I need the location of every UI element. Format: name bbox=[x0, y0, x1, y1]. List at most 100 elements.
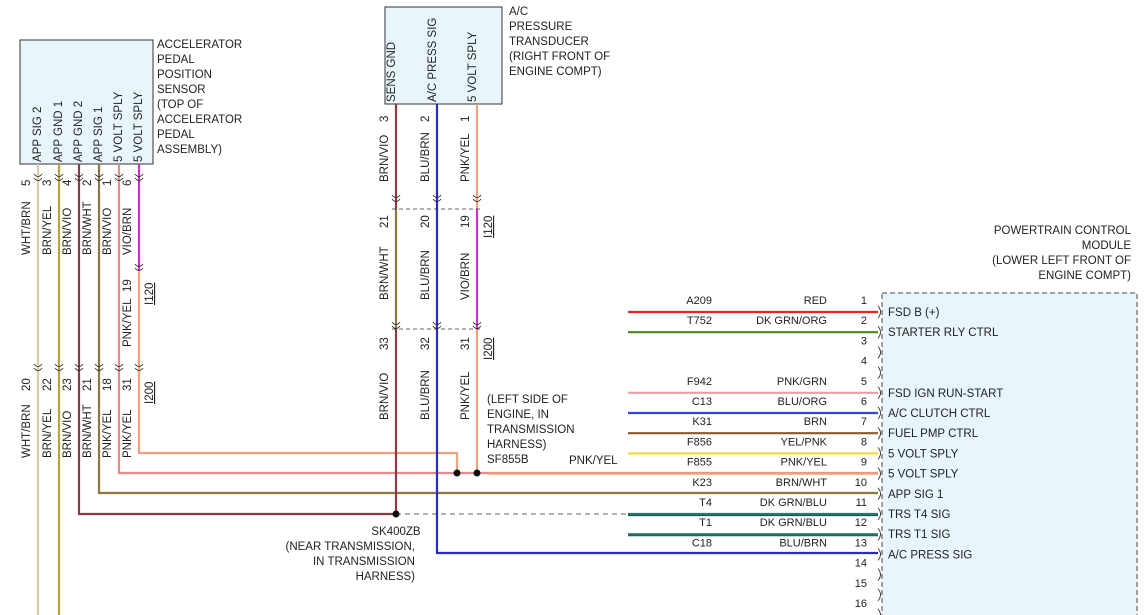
pcm-pin-brace bbox=[877, 406, 881, 420]
pcm-wire-color: DK GRN/ORG bbox=[756, 315, 827, 327]
ac-lower-pin: 33 bbox=[379, 337, 391, 350]
ac-mid-color: BRN/WHT bbox=[379, 246, 391, 300]
app-lower-color: PNK/YEL bbox=[102, 409, 114, 458]
label-line: (NEAR TRANSMISSION, bbox=[286, 541, 416, 553]
pcm-pin-function: A/C PRESS SIG bbox=[888, 549, 972, 561]
ac-pin-name: 5 VOLT SPLY bbox=[467, 31, 479, 102]
wire-pnk-yel-app2 bbox=[137, 270, 459, 473]
pcm-pin-brace bbox=[877, 467, 881, 480]
app-pin-number: 1 bbox=[102, 180, 114, 186]
app-lower-pin: 22 bbox=[42, 378, 54, 391]
pcm-pin-brace bbox=[877, 507, 881, 521]
label-line: PEDAL bbox=[157, 54, 195, 66]
pcm-wire-color: PNK/YEL bbox=[781, 457, 827, 469]
label-line: SENSOR bbox=[157, 84, 206, 96]
connector-mark bbox=[74, 173, 84, 177]
splice-sk-name: SK400ZB bbox=[371, 526, 421, 538]
pcm-pin-brace bbox=[877, 487, 881, 501]
pcm-pin-brace bbox=[877, 588, 881, 602]
ac-mid-conn: I120 bbox=[483, 216, 495, 238]
label-line: TRANSDUCER bbox=[509, 36, 589, 48]
connector-mark bbox=[33, 173, 43, 177]
pcm-circuit: K31 bbox=[692, 416, 712, 428]
pcm-pin-function: APP SIG 1 bbox=[888, 489, 943, 501]
pcm-pin-brace bbox=[877, 346, 881, 359]
pcm-circuit: F942 bbox=[687, 376, 712, 388]
pcm-pin-number: 1 bbox=[861, 295, 867, 307]
label-line: (RIGHT FRONT OF bbox=[509, 51, 610, 63]
app-lower-pin: 31 bbox=[122, 378, 134, 391]
connector-mark bbox=[54, 173, 64, 177]
app-mid-conn: I120 bbox=[144, 283, 156, 305]
pcm-circuit: T1 bbox=[699, 517, 712, 529]
label-line: ENGINE COMPT) bbox=[509, 66, 602, 78]
label-line: PEDAL bbox=[157, 129, 195, 141]
label-line: IN TRANSMISSION bbox=[313, 556, 415, 568]
app-pin-name: APP SIG 1 bbox=[93, 107, 105, 162]
connector-mark bbox=[134, 173, 144, 177]
pcm-pin-number: 12 bbox=[855, 517, 867, 529]
pcm-pin-brace bbox=[877, 447, 881, 460]
app-pin-name: APP GND 1 bbox=[53, 101, 65, 162]
pcm-pin-number: 3 bbox=[861, 335, 867, 347]
app-pin-name: 5 VOLT SPLY bbox=[133, 91, 145, 162]
app-wire-color: VIO/BRN bbox=[122, 208, 134, 255]
app-lower-color: BRN/VIO bbox=[62, 411, 74, 458]
pcm-pin-function: 5 VOLT SPLY bbox=[888, 469, 959, 481]
pcm-pin-brace bbox=[877, 386, 881, 400]
app-wire-color: WHT/BRN bbox=[21, 201, 33, 255]
connector-mark bbox=[432, 321, 442, 325]
pcm-pin-number: 8 bbox=[861, 436, 867, 448]
pcm-circuit: T4 bbox=[699, 497, 712, 509]
app-lower-color: BRN/YEL bbox=[42, 408, 54, 458]
pcm-pin-number: 9 bbox=[861, 457, 867, 469]
ac-lower-pin: 31 bbox=[460, 337, 472, 350]
ac-lower-conn: I200 bbox=[483, 338, 495, 360]
ac-wire-color: PNK/YEL bbox=[460, 133, 472, 182]
ac-pin-number: 2 bbox=[420, 116, 432, 122]
ac-pin-number: 3 bbox=[379, 116, 391, 122]
connector-mark bbox=[74, 177, 84, 181]
ac-pin-number: 1 bbox=[460, 116, 472, 122]
app-lower-pin: 23 bbox=[62, 378, 74, 391]
connector-mark bbox=[94, 367, 104, 371]
ac-lower-color: PNK/YEL bbox=[460, 371, 472, 420]
pcm-circuit: T752 bbox=[687, 315, 712, 327]
ac-lower-color: BLU/BRN bbox=[420, 370, 432, 420]
wire-brn-wht-app bbox=[97, 164, 878, 495]
ac-mid-pin: 20 bbox=[420, 215, 432, 228]
pcm-pin-function: STARTER RLY CTRL bbox=[888, 327, 999, 339]
app-lower-color: PNK/YEL bbox=[122, 409, 134, 458]
app-lower-pin: 20 bbox=[21, 378, 33, 391]
label-line: ACCELERATOR bbox=[157, 39, 242, 51]
connector-mark bbox=[114, 173, 124, 177]
connector-mark bbox=[74, 367, 84, 371]
pcm-wire-color: DK GRN/BLU bbox=[760, 517, 827, 529]
pcm-pin-number: 15 bbox=[855, 578, 867, 590]
app-pin-number: 6 bbox=[122, 180, 134, 186]
pcm-pin-brace bbox=[877, 548, 881, 561]
label-line: POSITION bbox=[157, 69, 212, 81]
connector-mark bbox=[472, 194, 482, 198]
pcm-pin-brace bbox=[877, 305, 881, 319]
connector-mark bbox=[432, 198, 442, 202]
pcm-pin-function: TRS T1 SIG bbox=[888, 529, 950, 541]
pcm-pin-number: 4 bbox=[861, 356, 867, 368]
pcm-wire-color: BRN bbox=[804, 416, 827, 428]
pcm-pin-number: 5 bbox=[861, 376, 867, 388]
pcm-pin-number: 7 bbox=[861, 416, 867, 428]
ac-mid-color: VIO/BRN bbox=[460, 253, 472, 300]
pcm-pin-number: 16 bbox=[855, 598, 867, 610]
pcm-wire-color: DK GRN/BLU bbox=[760, 497, 827, 509]
connector-mark bbox=[94, 177, 104, 181]
connector-mark bbox=[54, 367, 64, 371]
app-lower-color: WHT/BRN bbox=[21, 404, 33, 458]
